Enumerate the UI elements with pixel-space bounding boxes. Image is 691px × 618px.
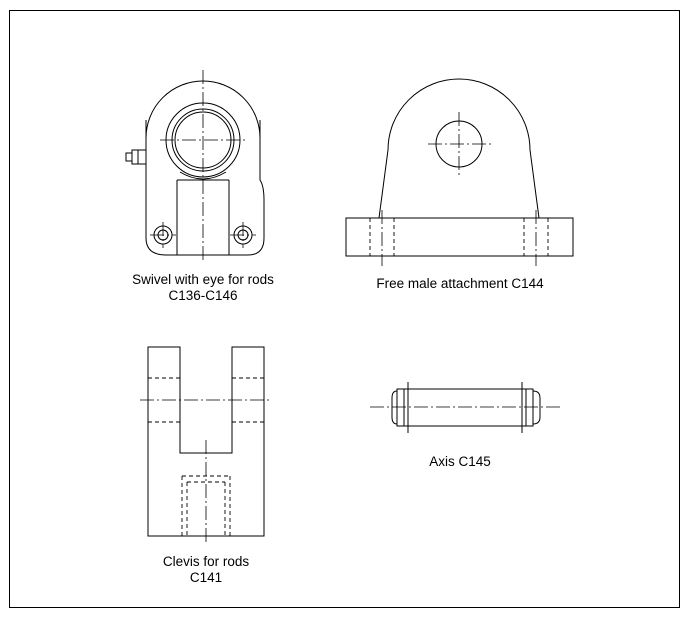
drawing-frame: [9, 10, 680, 608]
axis-caption-line1: Axis C145: [429, 454, 491, 469]
swivel-eye-drawing: [125, 70, 265, 260]
male-attachment-drawing: [345, 78, 574, 266]
swivel-caption-line2: C136-C146: [168, 288, 238, 303]
clevis-caption-line1: Clevis for rods: [162, 554, 250, 569]
swivel-caption: Swivel with eye for rods C136-C146: [113, 272, 293, 304]
axis-drawing: [370, 382, 560, 433]
clevis-drawing: [140, 346, 272, 545]
swivel-caption-line1: Swivel with eye for rods: [132, 272, 274, 287]
axis-caption: Axis C145: [400, 454, 520, 470]
male-attachment-caption-line1: Free male attachment C144: [376, 276, 544, 291]
male-attachment-caption: Free male attachment C144: [350, 276, 570, 292]
clevis-caption-line2: C141: [189, 570, 223, 585]
clevis-caption: Clevis for rods C141: [136, 554, 276, 586]
